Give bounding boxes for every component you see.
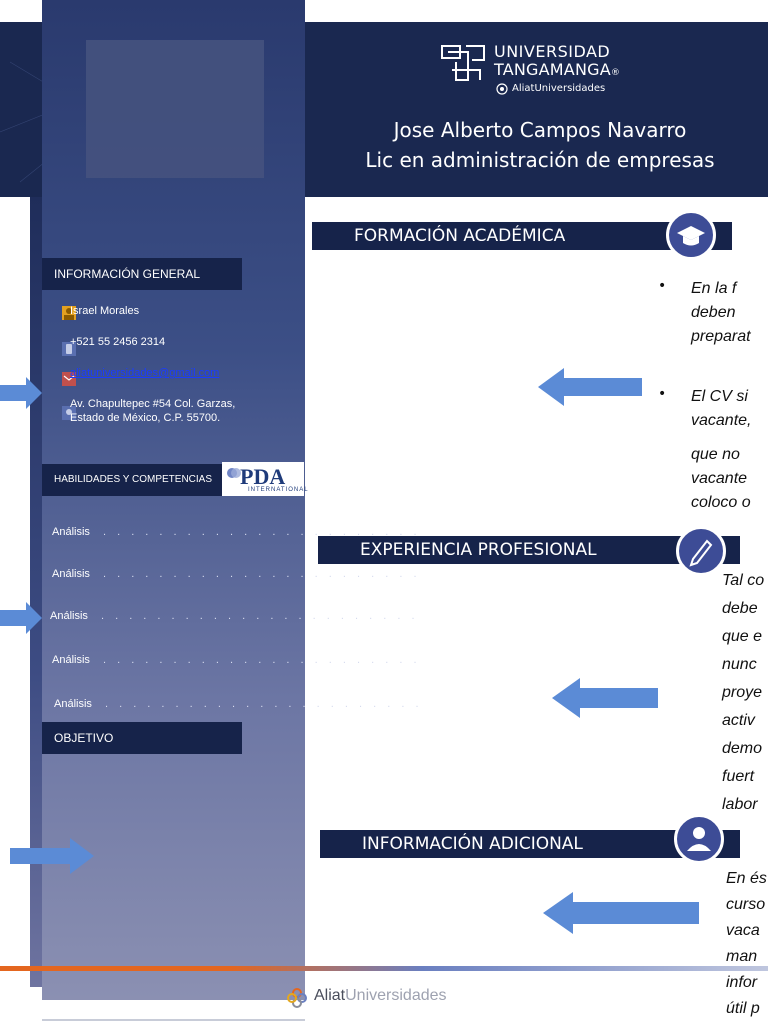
adicional-line: man: [726, 948, 758, 965]
adicional-line: vaca: [726, 922, 760, 939]
info-general-label: INFORMACIÓN GENERAL: [42, 258, 242, 290]
pda-sub-text: INTERNATIONAL: [248, 487, 309, 493]
experiencia-line: fuert: [722, 768, 755, 785]
pencil-icon: [676, 526, 726, 576]
person-icon: [62, 306, 76, 320]
adicional-line: En és: [726, 870, 767, 887]
experiencia-line: activ: [722, 712, 755, 729]
skill-item: Análisis . . . . . . . . . . . . . . . .…: [52, 526, 421, 538]
section-experiencia-title: EXPERIENCIA PROFESIONAL: [318, 536, 740, 564]
phone-icon: [62, 342, 76, 356]
adicional-line: infor: [726, 974, 758, 991]
candidate-name: Jose Alberto Campos Navarro: [393, 118, 687, 142]
experiencia-line: que e: [722, 628, 763, 645]
footer-divider: [42, 1019, 305, 1021]
experiencia-line: demo: [722, 740, 763, 757]
arrow-right-icon: [10, 838, 94, 874]
address-line-1: Av. Chapultepec #54 Col. Garzas,: [70, 398, 236, 410]
arrow-left-icon: [543, 892, 699, 934]
contact-email-link[interactable]: aliatuniversidades@gmail.com: [70, 367, 220, 379]
skill-item: Análisis . . . . . . . . . . . . . . . .…: [52, 654, 421, 666]
aliat-flower-icon: [496, 83, 508, 95]
formacion-line: En la f: [691, 280, 737, 297]
formacion-line: vacante,: [691, 412, 752, 429]
adicional-line: útil p: [726, 1000, 760, 1017]
university-logo: UNIVERSIDAD TANGAMANGA® AliatUniversidad…: [438, 36, 628, 102]
bullet: •: [658, 278, 667, 294]
skill-item: Análisis . . . . . . . . . . . . . . . .…: [54, 698, 423, 710]
contact-name: Israel Morales: [70, 305, 140, 317]
adicional-line: curso: [726, 896, 766, 913]
arrow-left-icon: [552, 678, 658, 718]
skill-item: Análisis . . . . . . . . . . . . . . . .…: [52, 568, 421, 580]
formacion-line: preparat: [691, 328, 751, 345]
footer-brand: AliatUniversidades: [314, 987, 447, 1004]
section-formacion-title: FORMACIÓN ACADÉMICA: [312, 222, 732, 250]
skill-item: Análisis . . . . . . . . . . . . . . . .…: [50, 610, 419, 622]
section-adicional-title: INFORMACIÓN ADICIONAL: [320, 830, 740, 858]
objective-label: OBJETIVO: [42, 722, 242, 754]
formacion-line: El CV si: [691, 388, 748, 405]
formacion-line: deben: [691, 304, 736, 321]
pda-logo-text: PDA: [240, 464, 286, 489]
skills-label: HABILIDADES Y COMPETENCIAS: [42, 464, 222, 496]
formacion-line: coloco o: [691, 494, 751, 511]
arrow-right-icon: [0, 602, 42, 634]
aliat-flower-icon: [287, 988, 307, 1008]
candidate-degree: Lic en administración de empresas: [365, 148, 715, 172]
logo-tangamanga-text: TANGAMANGA®: [494, 60, 621, 79]
arrow-right-icon: [0, 377, 42, 409]
experiencia-line: proye: [722, 684, 763, 701]
contact-phone: +521 55 2456 2314: [70, 336, 166, 348]
address-line-2: Estado de México, C.P. 55700.: [70, 412, 221, 424]
logo-aliat-text: AliatUniversidades: [512, 83, 606, 94]
graduation-cap-icon: [666, 210, 716, 260]
bullet: •: [658, 386, 667, 402]
arrow-left-icon: [538, 368, 642, 406]
formacion-line: vacante: [691, 470, 748, 487]
experiencia-line: debe: [722, 600, 758, 617]
pda-circles-icon: [227, 468, 241, 478]
footer-color-line: [0, 966, 768, 971]
location-icon: [62, 406, 76, 420]
photo-placeholder: [86, 40, 264, 178]
experiencia-line: Tal co: [722, 572, 765, 589]
experiencia-line: labor: [722, 796, 758, 813]
tangamanga-logo-icon: [441, 45, 485, 81]
user-icon: [674, 814, 724, 864]
experiencia-line: nunc: [722, 656, 757, 673]
pda-badge: [222, 462, 304, 496]
formacion-line: que no: [691, 446, 740, 463]
email-icon: [62, 372, 76, 386]
logo-university-text: UNIVERSIDAD: [494, 42, 611, 61]
